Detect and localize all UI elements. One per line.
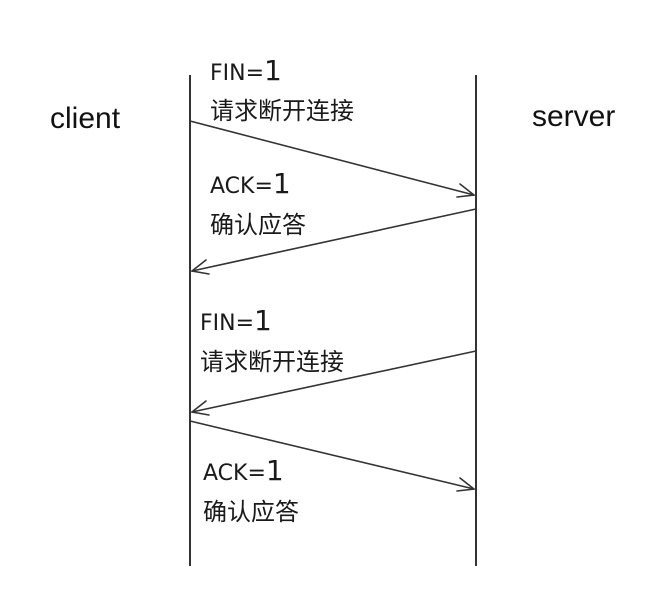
message-ack-server: ACK=1 确认应答 [190, 167, 477, 275]
arrow-line [189, 120, 475, 196]
message-flag: FIN=1 [200, 304, 272, 337]
message-flag: ACK=1 [210, 167, 291, 200]
arrow-line [191, 208, 477, 272]
arrow-head-icon [456, 477, 477, 492]
message-description: 确认应答 [203, 498, 299, 526]
arrow-head-icon [190, 400, 210, 416]
message-description: 请求断开连接 [210, 97, 354, 125]
message-description: 确认应答 [210, 211, 306, 239]
message-ack-client: ACK=1 确认应答 [189, 420, 477, 526]
arrow-head-icon [456, 183, 477, 198]
message-flag: ACK=1 [203, 454, 284, 487]
arrow-line [191, 350, 477, 413]
message-fin-server: FIN=1 请求断开连接 [190, 304, 477, 416]
arrow-line [189, 420, 475, 490]
message-flag: FIN=1 [210, 54, 282, 87]
arrow-head-icon [190, 259, 210, 275]
message-description: 请求断开连接 [200, 348, 344, 376]
message-fin-client: FIN=1 请求断开连接 [189, 54, 477, 198]
client-label: client [50, 102, 121, 135]
server-label: server [532, 100, 615, 133]
